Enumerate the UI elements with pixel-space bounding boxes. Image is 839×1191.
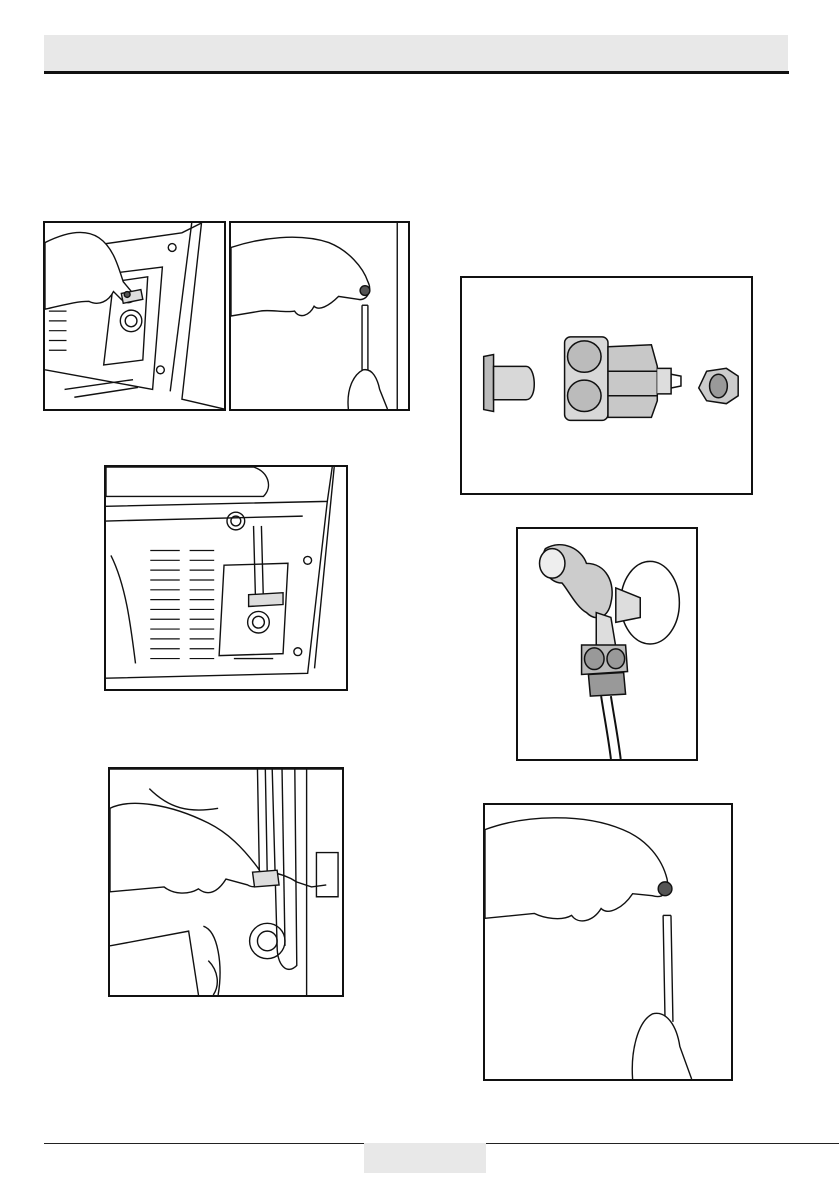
back-panel-fitting-illustration [45, 223, 224, 409]
back-panel-pipe-clip-illustration [106, 467, 346, 689]
figure-connector-parts [460, 276, 753, 495]
tee-fitting-part [565, 337, 681, 420]
nut-over-pipe-large-illustration [485, 805, 731, 1079]
connector-parts-illustration [462, 278, 751, 493]
page-header-bar [44, 35, 788, 71]
figure-pipe-clip-closeup [108, 767, 344, 997]
nut-over-pipe-illustration [231, 223, 408, 409]
angle-valve-illustration [518, 529, 696, 759]
figure-back-panel-fitting [43, 221, 226, 411]
hex-nut-part [699, 368, 738, 403]
pipe-clip-closeup-illustration [110, 769, 342, 995]
figure-nut-over-pipe-large [483, 803, 733, 1081]
page-number-tab [364, 1143, 486, 1173]
header-divider [44, 71, 789, 74]
washer-plug-part [484, 355, 535, 412]
figure-nut-over-pipe-small [229, 221, 410, 411]
figure-back-panel-pipe-clip [104, 465, 348, 691]
figure-angle-valve [516, 527, 698, 761]
